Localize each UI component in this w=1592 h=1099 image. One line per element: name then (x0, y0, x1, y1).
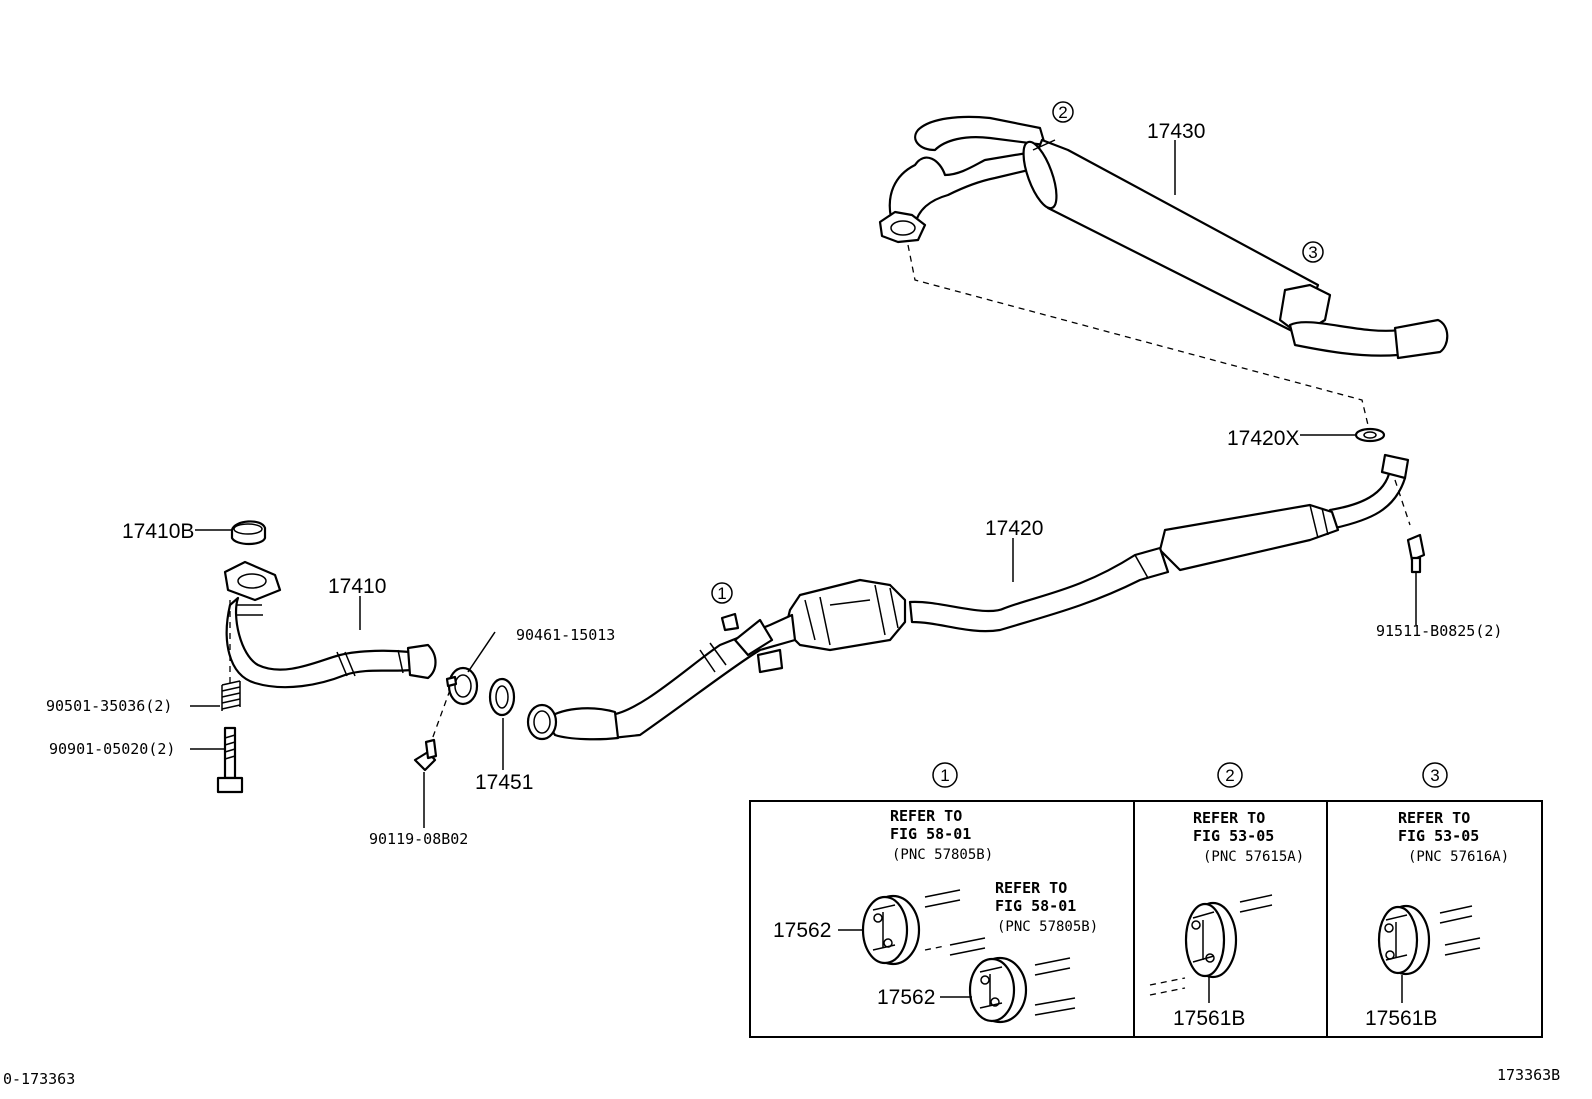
label-17410[interactable]: 17410 (328, 575, 386, 598)
svg-text:1: 1 (717, 584, 726, 603)
panel-1-refer-a: REFER TO (890, 807, 962, 825)
gasket-17420x[interactable] (1354, 427, 1386, 443)
svg-text:2: 2 (1225, 766, 1234, 785)
panel-1-pnc-b: (PNC 57805B) (997, 919, 1098, 935)
ring-gasket-17451[interactable] (488, 677, 516, 717)
label-17410b[interactable]: 17410B (122, 520, 194, 543)
panel-1-refer-b: REFER TO (995, 879, 1067, 897)
panel-3-number: 3 (1422, 762, 1448, 788)
label-90501-35036[interactable]: 90501-35036(2) (46, 697, 172, 715)
gasket-17410b[interactable] (230, 520, 267, 546)
label-90119-08b02[interactable]: 90119-08B02 (369, 830, 468, 848)
panel-2-fig[interactable]: FIG 53-05 (1193, 827, 1274, 845)
label-90901-05020[interactable]: 90901-05020(2) (49, 740, 175, 758)
panel-1-pnc-a: (PNC 57805B) (892, 847, 993, 863)
bolt-90119-08b02[interactable] (413, 738, 438, 772)
panel-2-number: 2 (1217, 762, 1243, 788)
label-90461-15013[interactable]: 90461-15013 (516, 626, 615, 644)
panel-3-refer: REFER TO (1398, 809, 1470, 827)
svg-text:3: 3 (1308, 243, 1317, 262)
panel-1-number: 1 (932, 762, 958, 788)
svg-text:3: 3 (1430, 766, 1439, 785)
panel-2-refer: REFER TO (1193, 809, 1265, 827)
label-17430[interactable]: 17430 (1147, 120, 1205, 143)
svg-text:2: 2 (1058, 103, 1067, 122)
label-17420x[interactable]: 17420X (1227, 427, 1299, 450)
label-17451[interactable]: 17451 (475, 771, 533, 794)
callout-2-main: 2 (1052, 101, 1074, 123)
muffler-17430[interactable] (878, 115, 1449, 360)
callout-3-main: 3 (1302, 241, 1324, 263)
front-pipe-17410[interactable] (223, 560, 437, 689)
panel-3-pnc: (PNC 57616A) (1408, 849, 1509, 865)
label-17420[interactable]: 17420 (985, 517, 1043, 540)
hanger-17561b-panel-2[interactable] (1184, 901, 1238, 979)
svg-text:1: 1 (940, 766, 949, 785)
label-91511-b0825[interactable]: 91511-B0825(2) (1376, 622, 1502, 640)
panel-1-fig-a[interactable]: FIG 58-01 (890, 825, 971, 843)
panel-2-part[interactable]: 17561B (1173, 1007, 1245, 1030)
diagram-code-right: 173363B (1497, 1066, 1560, 1084)
hanger-17562-a[interactable] (861, 894, 921, 966)
inset-panels (749, 800, 1543, 1038)
panel-3-fig[interactable]: FIG 53-05 (1398, 827, 1479, 845)
hanger-17561b-panel-3[interactable] (1377, 904, 1431, 976)
diagram-code-left: 0-173363 (3, 1070, 75, 1088)
panel-2-pnc: (PNC 57615A) (1203, 849, 1304, 865)
hanger-17562-b[interactable] (968, 956, 1028, 1024)
bolt-91511-b0825[interactable] (1406, 533, 1426, 574)
center-pipe-17420[interactable] (526, 453, 1410, 741)
panel-1-part-a[interactable]: 17562 (773, 919, 831, 942)
bolt-90901-05020[interactable] (216, 726, 244, 794)
panel-1-part-b[interactable]: 17562 (877, 986, 935, 1009)
panel-1-fig-b[interactable]: FIG 58-01 (995, 897, 1076, 915)
panel-3-part[interactable]: 17561B (1365, 1007, 1437, 1030)
clamp-90461-15013[interactable] (445, 666, 479, 706)
spring-90501-35036[interactable] (221, 680, 241, 711)
callout-1-main: 1 (711, 582, 733, 604)
